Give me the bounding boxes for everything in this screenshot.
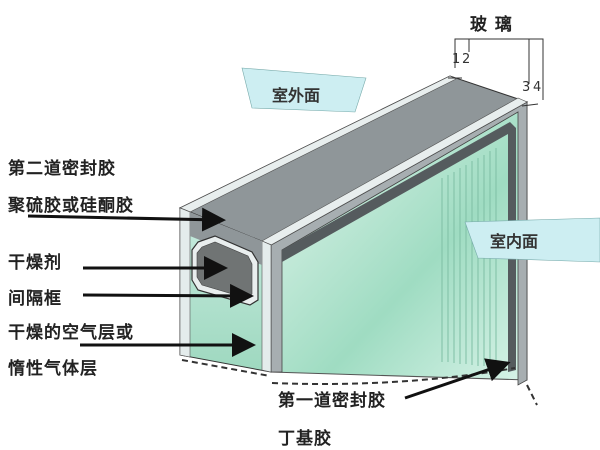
outdoor-face-tag-shape xyxy=(241,67,367,113)
inner-pane-frame xyxy=(270,101,528,386)
secondary-seal-material-label: 聚硫胶或硅酮胶 xyxy=(8,196,134,216)
spacer-label: 间隔框 xyxy=(8,289,62,309)
label-arrows xyxy=(27,207,511,400)
indoor-face-tag: 室内面 xyxy=(490,232,539,251)
spacer-arrow xyxy=(82,283,254,308)
inner-pane-section xyxy=(261,240,272,373)
primary-seal-label: 第一道密封胶 xyxy=(278,391,386,411)
desiccant-label: 干燥剂 xyxy=(8,253,62,273)
glass-number-3: 3 xyxy=(522,80,531,95)
outdoor-face-tag: 室外面 xyxy=(272,86,321,105)
glass-number-2: 2 xyxy=(462,52,471,67)
glass-label: 玻 璃 xyxy=(470,15,513,35)
indoor-face-tag-shape xyxy=(464,217,600,263)
glass-number-1: 1 xyxy=(452,52,461,67)
glass-bracket xyxy=(448,38,544,107)
secondary-seal-arrow xyxy=(27,207,226,232)
primary-seal-arrow xyxy=(404,358,511,400)
air-layer-label: 干燥的空气层或 xyxy=(8,323,134,343)
inert-gas-label: 惰性气体层 xyxy=(8,359,98,379)
secondary-seal-label: 第二道密封胶 xyxy=(8,159,116,179)
glass-number-4: 4 xyxy=(533,80,542,95)
primary-seal-material-label: 丁基胶 xyxy=(278,429,332,449)
outer-pane-section xyxy=(179,207,191,358)
